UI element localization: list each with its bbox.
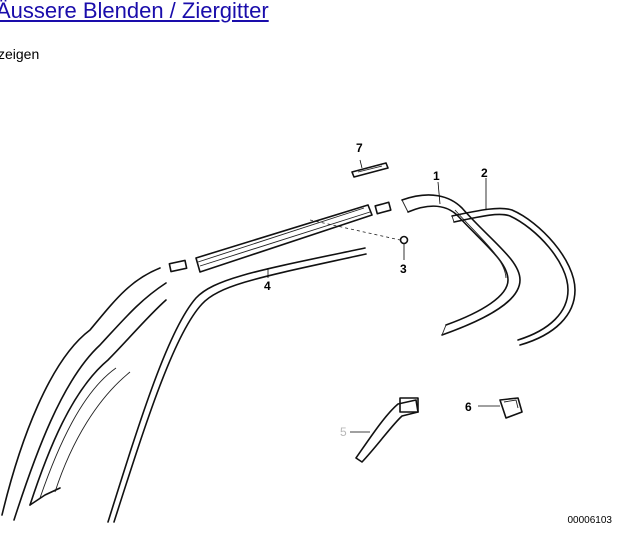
left-pillar-trim: [1, 267, 167, 521]
small-clips: [168, 201, 392, 273]
callout-7[interactable]: 7: [356, 141, 363, 155]
callout-1[interactable]: 1: [433, 169, 440, 183]
callout-4[interactable]: 4: [264, 279, 271, 293]
drawing-code: 00006103: [567, 515, 613, 526]
callout-5[interactable]: 5: [340, 425, 347, 439]
leader-lines: [267, 159, 500, 433]
page-title-link[interactable]: Äussere Blenden / Ziergitter: [0, 0, 269, 23]
part-5-moulding: [355, 397, 419, 463]
callout-3[interactable]: 3: [400, 262, 407, 276]
part-6-end-cap: [499, 397, 523, 419]
part-4-moulding: [107, 247, 367, 523]
part-7-grille: [351, 162, 389, 178]
roof-trim-strip: [195, 204, 373, 273]
part-2-outer-frame: [451, 207, 576, 346]
part-3-screw: [309, 219, 409, 245]
callout-6[interactable]: 6: [465, 400, 472, 414]
callout-2[interactable]: 2: [481, 166, 488, 180]
show-link-text[interactable]: zeigen: [0, 46, 40, 62]
part-1-window-trim: [401, 194, 521, 336]
